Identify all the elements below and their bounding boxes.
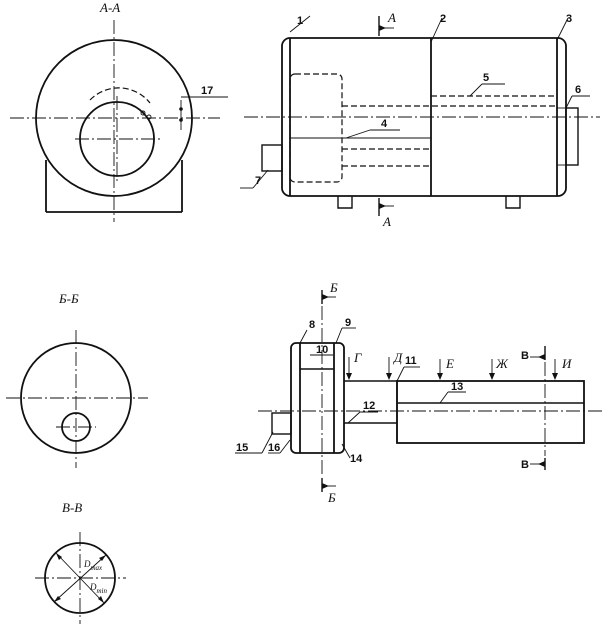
- dmax-label: Dmax: [83, 559, 103, 572]
- callout-10: 10: [316, 344, 328, 356]
- top-side-view: А А 1 2 3 4 5 6 7: [240, 10, 600, 229]
- cut-letter-b-top: Б: [329, 280, 338, 295]
- callout-1: 1: [297, 15, 303, 27]
- point-letter-zh: Ж: [495, 356, 509, 371]
- point-letter-e: Е: [445, 356, 454, 371]
- dmin-label: Dmin: [89, 582, 108, 595]
- callout-16: 16: [268, 442, 280, 454]
- duct-body: [396, 380, 585, 444]
- point-letter-i: И: [561, 356, 572, 371]
- callout-7: 7: [255, 175, 261, 187]
- point-letter-d: Д: [392, 350, 403, 365]
- cut-letter-b-bottom: Б: [327, 490, 336, 505]
- section-aa-view: А-А 17: [10, 0, 228, 222]
- callout-8: 8: [309, 319, 315, 331]
- section-bb-view: Б-Б: [6, 291, 148, 468]
- callout-9: 9: [345, 317, 351, 329]
- callout-15: 15: [236, 442, 248, 454]
- callout-5: 5: [483, 72, 489, 84]
- cut-letter-v-bottom: В: [521, 459, 529, 471]
- section-bb-label: Б-Б: [58, 291, 79, 306]
- callout-3: 3: [566, 13, 572, 25]
- callout-14: 14: [350, 453, 363, 465]
- cut-letter-v-top: В: [521, 350, 529, 362]
- callout-6: 6: [575, 84, 581, 96]
- section-vv-label: В-В: [62, 500, 82, 515]
- callout-4: 4: [381, 118, 388, 130]
- chamber-block: [290, 342, 345, 454]
- section-aa-label: А-А: [99, 0, 120, 15]
- callout-2: 2: [440, 13, 446, 25]
- callout-17: 17: [201, 85, 213, 97]
- cut-letter-a-top: А: [387, 10, 396, 25]
- cut-letter-a-bottom: А: [382, 214, 391, 229]
- section-vv-view: В-В Dmax Dmin: [35, 500, 126, 624]
- bottom-side-view: Б Б В В Г Д Е Ж И 8 9 10 11: [235, 280, 604, 505]
- callout-12: 12: [363, 400, 375, 412]
- callout-13: 13: [451, 381, 463, 393]
- callout-11: 11: [405, 355, 417, 367]
- point-letter-g: Г: [353, 350, 362, 365]
